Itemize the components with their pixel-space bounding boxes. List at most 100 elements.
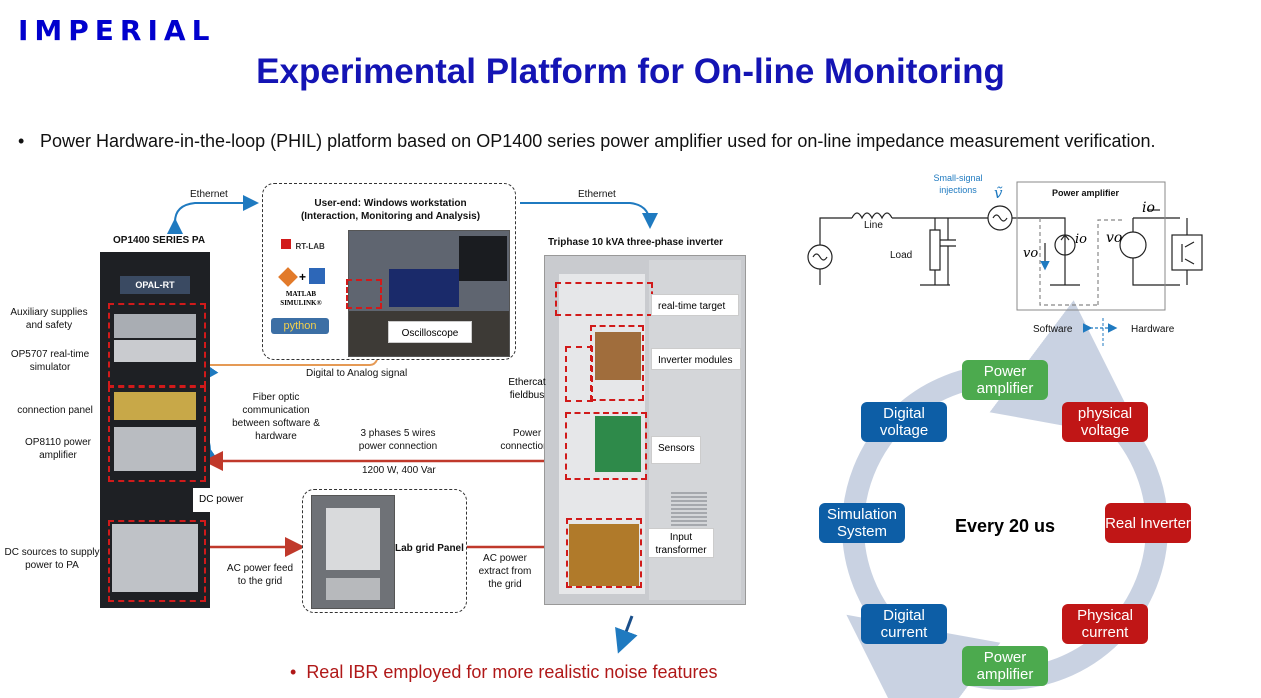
lab-grid-breakers	[326, 508, 380, 570]
cycle-left-label: Simulation System	[826, 506, 898, 540]
pa-dc-sources-unit	[112, 524, 198, 592]
dc-sources-highlight	[108, 520, 206, 602]
cycle-bottom-power-amplifier: Power amplifier	[962, 646, 1048, 686]
inverter-modules-box: Inverter modules	[651, 348, 741, 370]
cycle-top-label: Power amplifier	[976, 363, 1034, 397]
pa-brand-panel: OPAL-RT	[120, 276, 190, 294]
digital-to-analog-label: Digital to Analog signal	[306, 368, 408, 379]
rtlab-text: RT-LAB	[295, 242, 325, 251]
three-phases-label: 3 phases 5 wires power connection	[358, 428, 438, 452]
ac-extract-label: AC power extract from the grid	[478, 553, 532, 590]
cycle-digital-current: Digital current	[861, 604, 947, 644]
amplifier-highlight	[108, 386, 206, 482]
ethercat-highlight	[565, 346, 593, 402]
lab-grid-terminals	[326, 578, 380, 600]
power-connections-label: Power connections	[500, 428, 554, 452]
pa-title: OP1400 SERIES PA	[113, 235, 206, 246]
monitor-dark	[459, 236, 507, 281]
workstation-title: User-end: Windows workstation (Interacti…	[300, 198, 481, 222]
cycle-bottom-left-label: Digital current	[880, 607, 928, 641]
matlab-icon	[278, 267, 298, 287]
sensors-label: Sensors	[658, 443, 695, 454]
matlab-label: MATLAB SIMULINK®	[280, 290, 322, 307]
imperial-logo: IMPERIAL	[18, 14, 216, 47]
lab-grid-label: Lab grid Panel	[395, 543, 464, 554]
vo-left-label: vo	[1023, 246, 1039, 261]
lab-grid-photo	[311, 495, 395, 609]
oscilloscope-label: Oscilloscope	[401, 328, 459, 339]
line-label: Line	[864, 220, 883, 231]
transformer-highlight	[566, 518, 642, 588]
inverter-title: Triphase 10 kVA three-phase inverter	[548, 237, 724, 248]
realtime-target-highlight	[555, 282, 653, 316]
fiber-optic-label: Fiber optic communication between softwa…	[232, 392, 320, 442]
realtime-target-box: real-time target	[651, 294, 739, 316]
cycle-top-left-label: Digital voltage	[879, 405, 929, 439]
sensors-highlight	[565, 412, 647, 480]
pa-connection-panel	[114, 392, 196, 420]
python-label: python	[283, 320, 317, 332]
software-label: Software	[1033, 324, 1073, 335]
ibr-bullet-icon: •	[290, 662, 307, 682]
small-signal-label: Small-signal injections	[933, 173, 983, 195]
io-mid-label: io	[1075, 232, 1087, 247]
realtime-target-label: real-time target	[658, 301, 726, 312]
pa-aux-unit	[114, 314, 196, 338]
cycle-right-label: Real Inverter	[1105, 514, 1191, 532]
inverter-modules-block	[595, 332, 641, 380]
intro-bullet: • Power Hardware-in-the-loop (PHIL) platf…	[18, 131, 1156, 152]
pa-op8110-unit	[114, 427, 196, 471]
ac-feed-label: AC power feed to the grid	[226, 563, 294, 587]
lab-grid-box: Lab grid Panel	[302, 489, 467, 613]
input-transformer-label: Input transformer	[655, 532, 707, 556]
workstation-box: User-end: Windows workstation (Interacti…	[262, 183, 516, 360]
aux-label: Auxiliary supplies and safety	[10, 307, 88, 331]
cycle-top-power-amplifier: Power amplifier	[962, 360, 1048, 400]
intro-bullet-text: Power Hardware-in-the-loop (PHIL) platfo…	[40, 131, 1156, 151]
simulink-icon	[309, 268, 325, 284]
v-tilde-label: ṽ	[994, 184, 1003, 202]
cycle-bottom-right-label: Physical current	[1077, 607, 1133, 641]
ethercat-label: Ethercat fieldbus	[508, 377, 546, 401]
power-rating-label: 1200 W, 400 Var	[362, 465, 436, 476]
cycle-bottom-label: Power amplifier	[976, 649, 1034, 683]
oscilloscope-highlight	[346, 279, 382, 309]
sensor-boards	[595, 416, 641, 472]
inverter-modules-label: Inverter modules	[658, 355, 733, 366]
cycle-simulation-system: Simulation System	[819, 503, 905, 543]
op5707-label: OP5707 real-time simulator	[10, 349, 90, 373]
vo-right-label: vo	[1106, 230, 1123, 246]
cycle-center: Every 20 us	[954, 516, 1056, 536]
sensors-box: Sensors	[651, 436, 701, 464]
oscilloscope-label-box: Oscilloscope	[388, 321, 472, 343]
power-amplifier-label: Power amplifier	[1052, 188, 1120, 198]
cycle-physical-current: Physical current	[1062, 604, 1148, 644]
rtlab-icon	[281, 239, 291, 249]
hardware-label: Hardware	[1131, 324, 1175, 335]
ethercat-box: Ethercat fieldbus	[500, 376, 554, 408]
aux-highlight	[108, 303, 206, 387]
connection-panel-label: connection panel	[17, 405, 93, 416]
bullet-dot-icon: •	[18, 131, 25, 151]
monitor-screen	[389, 269, 459, 307]
plus-icon: +	[299, 270, 307, 284]
page-title: Experimental Platform for On-line Monito…	[256, 52, 1005, 91]
cycle-real-inverter: Real Inverter	[1105, 503, 1191, 543]
cycle-top-right-label: physical voltage	[1077, 405, 1133, 439]
ethernet-left-label: Ethernet	[190, 189, 228, 200]
cycle-digital-voltage: Digital voltage	[861, 402, 947, 442]
inverter-modules-highlight	[590, 325, 644, 401]
ibr-note-text: Real IBR employed for more realistic noi…	[306, 662, 718, 682]
transformer-block	[569, 524, 639, 586]
op8110-label: OP8110 power amplifier	[25, 437, 91, 461]
rtlab-logo: RT-LAB	[281, 236, 331, 256]
python-logo: python	[271, 318, 329, 334]
pa-cabinet-photo: OPAL-RT	[100, 252, 210, 608]
pa-brand: OPAL-RT	[135, 280, 175, 290]
ethernet-right-label: Ethernet	[578, 189, 616, 200]
pa-op5707-unit	[114, 340, 196, 362]
dc-power-label: DC power	[199, 494, 244, 505]
load-label: Load	[890, 250, 913, 261]
io-top-label: io	[1142, 200, 1155, 216]
ibr-note: • Real IBR employed for more realistic n…	[290, 662, 718, 683]
